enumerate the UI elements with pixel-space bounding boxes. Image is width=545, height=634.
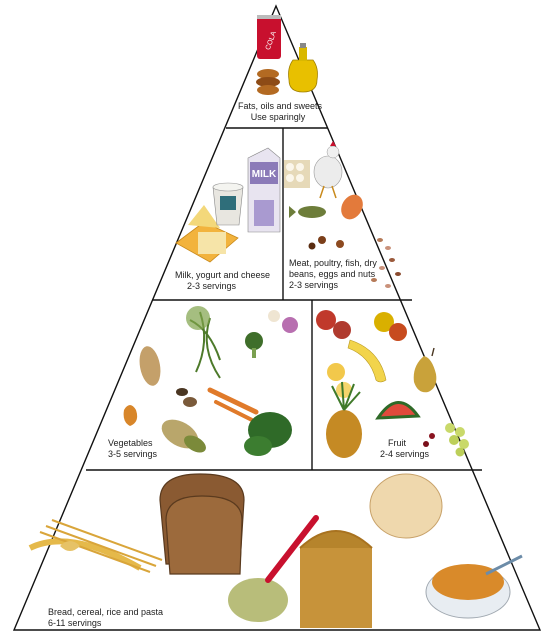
oil-bottle-illustration (289, 43, 318, 92)
chicken-illustration (314, 141, 342, 198)
potato-illustration (137, 345, 164, 388)
label-milk-yogurt-cheese: Milk, yogurt and cheese 2-3 servings (175, 270, 270, 292)
cookies-illustration (256, 69, 280, 95)
grapes-illustration (445, 423, 469, 457)
wheat-illustration (300, 531, 372, 628)
bread-illustration (160, 474, 244, 574)
pepper-illustration (124, 405, 138, 426)
milk-carton-illustration: MILK (248, 148, 280, 232)
banana-illustration (348, 340, 386, 382)
label-fats-oils-sweets: Fats, oils and sweets Use sparingly (238, 101, 318, 123)
svg-text:MILK: MILK (252, 169, 277, 180)
pear-illustration (414, 348, 437, 392)
corn-illustration (157, 414, 209, 456)
label-meat-poultry-fish: Meat, poultry, fish, dry beans, eggs and… (289, 258, 377, 291)
watermelon-illustration (378, 402, 418, 418)
citrus-illustration (327, 363, 352, 398)
label-fruit: Fruit 2-4 servings (380, 438, 429, 460)
nuts-illustration (309, 236, 345, 250)
fish-illustration (289, 206, 326, 218)
cola-can-illustration: COLA (257, 15, 281, 59)
yogurt-cup-illustration (213, 183, 243, 225)
salmon-steak-illustration (337, 191, 367, 224)
label-vegetables: Vegetables 3-5 servings (108, 438, 157, 460)
mushrooms-illustration (176, 388, 197, 407)
onion-illustration (268, 310, 298, 333)
herbs-illustration (186, 306, 220, 378)
carrots-illustration (210, 390, 256, 422)
label-bread-cereal-rice-pasta: Bread, cereal, rice and pasta 6-11 servi… (48, 607, 163, 629)
tortilla-illustration (370, 474, 442, 538)
apples-illustration (316, 310, 407, 341)
eggs-illustration (284, 160, 310, 188)
broccoli-illustration (245, 332, 263, 358)
cereal-bowl-illustration (426, 556, 522, 618)
